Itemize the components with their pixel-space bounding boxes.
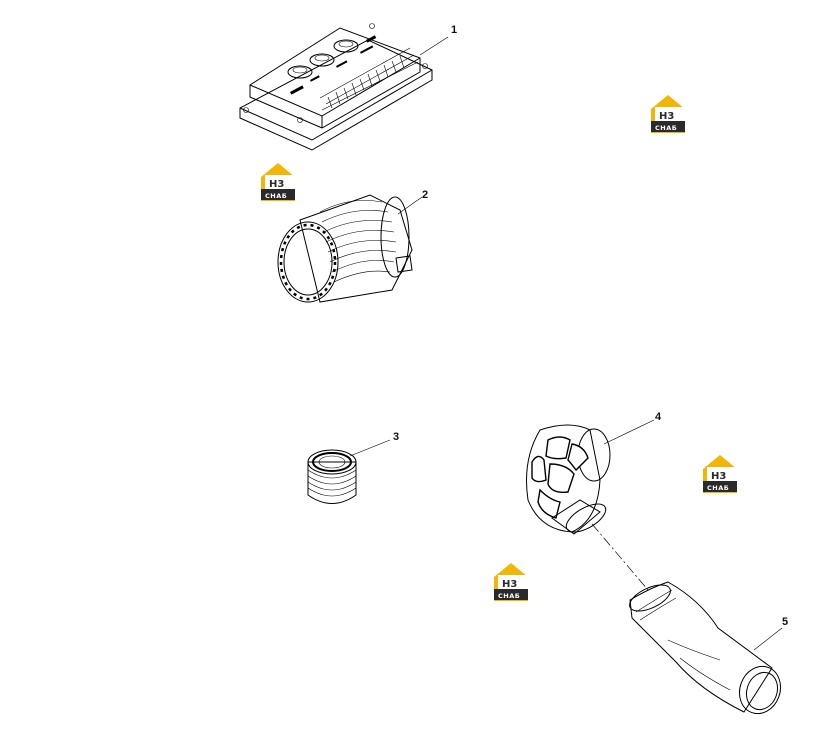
assembly-centerline [591, 523, 649, 591]
intake-pipe-icon: 5 [629, 581, 788, 715]
watermark-bottom-text: СНАБ [498, 592, 520, 600]
watermark-top-text: Н3 [659, 111, 674, 122]
callout-3: 3 [393, 431, 399, 443]
watermark-top-text: Н3 [502, 579, 517, 590]
callout-2: 2 [422, 189, 428, 201]
watermark-logo: Н3 СНАБ [651, 95, 685, 133]
watermark-logo: Н3 СНАБ [494, 563, 528, 601]
air-filter-icon: 2 [277, 189, 428, 303]
callout-1: 1 [451, 24, 457, 36]
filter-element-icon: 3 [307, 431, 399, 504]
watermark-bottom-text: СНАБ [655, 124, 677, 132]
watermark-logo: Н3 СНАБ [703, 455, 737, 493]
watermark-bottom-text: СНАБ [707, 484, 729, 492]
control-module-icon: 1 [239, 23, 457, 151]
watermark-bottom-text: СНАБ [265, 192, 287, 200]
watermark-top-text: Н3 [269, 179, 284, 190]
callout-4: 4 [655, 411, 662, 423]
watermark-top-text: Н3 [711, 471, 726, 482]
watermark-logo: Н3 СНАБ [261, 163, 295, 201]
callout-5: 5 [782, 616, 788, 628]
air-intake-elbow-icon: 4 [526, 411, 662, 535]
